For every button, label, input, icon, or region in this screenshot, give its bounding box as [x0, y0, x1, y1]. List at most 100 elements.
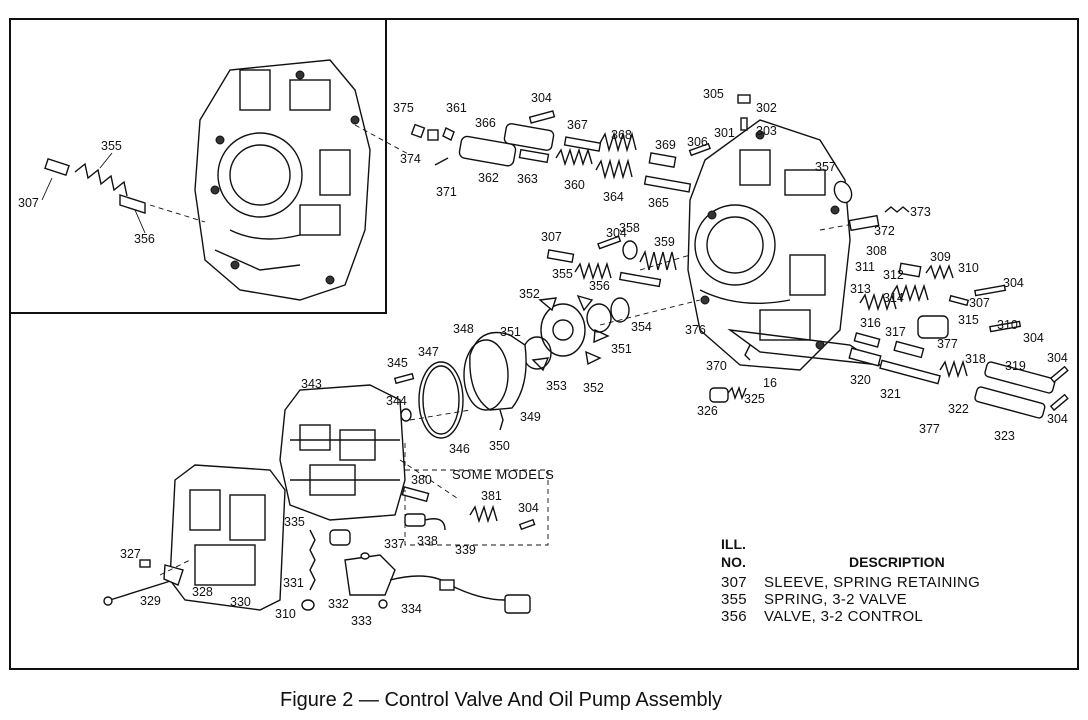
- middle-valve-train: [393, 235, 677, 439]
- part-label-302: 302: [756, 101, 777, 115]
- part-label-331: 331: [283, 576, 304, 590]
- part-label-313: 313: [850, 282, 871, 296]
- part-label-345: 345: [387, 356, 408, 370]
- part-labels: 375 361 374 371 304 366 362 363 367 360 368 364 369 3…: [120, 87, 1068, 628]
- some-models-label: SOME MODELS: [452, 467, 554, 482]
- outer-frame: [9, 18, 1079, 670]
- part-label-371: 371: [436, 185, 457, 199]
- part-label-377: 377: [937, 337, 958, 351]
- part-label-309: 309: [930, 250, 951, 264]
- part-label-304: 304: [531, 91, 552, 105]
- part-label-351: 351: [500, 325, 521, 339]
- part-label-374: 374: [400, 152, 421, 166]
- legend-row-no: 355: [721, 591, 747, 608]
- part-label-328: 328: [192, 585, 213, 599]
- part-label-316: 316: [860, 316, 881, 330]
- part-label-364: 364: [603, 190, 624, 204]
- part-label-317: 317: [885, 325, 906, 339]
- part-label-333: 333: [351, 614, 372, 628]
- part-label-365: 365: [648, 196, 669, 210]
- part-label-348: 348: [453, 322, 474, 336]
- part-label-343: 343: [301, 377, 322, 391]
- part-label-320: 320: [850, 373, 871, 387]
- figure-caption: Figure 2 — Control Valve And Oil Pump As…: [280, 689, 722, 711]
- part-label-338: 338: [417, 534, 438, 548]
- part-label-312: 312: [883, 268, 904, 282]
- part-label-358: 358: [619, 221, 640, 235]
- part-label-303: 303: [756, 124, 777, 138]
- inset-frame: [10, 19, 387, 314]
- part-label-315: 315: [958, 313, 979, 327]
- legend-head-ill: ILL.: [721, 536, 746, 552]
- part-label-344: 344: [386, 394, 407, 408]
- part-label-357: 357: [815, 160, 836, 174]
- part-label-307: 307: [541, 230, 562, 244]
- part-label-363: 363: [517, 172, 538, 186]
- part-label-346: 346: [449, 442, 470, 456]
- legend-row-no: 307: [721, 574, 747, 591]
- part-label-375: 375: [393, 101, 414, 115]
- legend: ILL. NO. DESCRIPTION 307 SLEEVE, SPRING …: [721, 536, 980, 625]
- part-label-306: 306: [687, 135, 708, 149]
- part-label-354: 354: [631, 320, 652, 334]
- legend-row-no: 356: [721, 608, 747, 625]
- part-label-362: 362: [478, 171, 499, 185]
- part-label-325: 325: [744, 392, 765, 406]
- inset-label-355: 355: [101, 139, 122, 153]
- part-label-329: 329: [140, 594, 161, 608]
- part-label-308: 308: [866, 244, 887, 258]
- part-label-310: 310: [958, 261, 979, 275]
- part-label-304: 304: [1023, 331, 1044, 345]
- part-label-304: 304: [1003, 276, 1024, 290]
- upper-valve-train: [410, 94, 910, 232]
- part-label-304: 304: [1047, 351, 1068, 365]
- part-label-305: 305: [703, 87, 724, 101]
- part-label-16: 16: [763, 376, 777, 390]
- part-label-301: 301: [714, 126, 735, 140]
- part-label-368: 368: [611, 128, 632, 142]
- part-label-322: 322: [948, 402, 969, 416]
- part-label-304: 304: [518, 501, 539, 515]
- part-label-370: 370: [706, 359, 727, 373]
- part-label-335: 335: [284, 515, 305, 529]
- part-label-352: 352: [583, 381, 604, 395]
- part-label-349: 349: [520, 410, 541, 424]
- legend-head-description: DESCRIPTION: [849, 554, 945, 570]
- part-label-369: 369: [655, 138, 676, 152]
- part-label-321: 321: [880, 387, 901, 401]
- part-label-353: 353: [546, 379, 567, 393]
- part-label-326: 326: [697, 404, 718, 418]
- part-label-366: 366: [475, 116, 496, 130]
- part-label-367: 367: [567, 118, 588, 132]
- part-label-318: 318: [965, 352, 986, 366]
- part-label-351: 351: [611, 342, 632, 356]
- part-label-377: 377: [919, 422, 940, 436]
- part-label-327: 327: [120, 547, 141, 561]
- part-label-350: 350: [489, 439, 510, 453]
- part-label-314: 314: [883, 291, 904, 305]
- part-label-304: 304: [1047, 412, 1068, 426]
- part-label-359: 359: [654, 235, 675, 249]
- part-label-373: 373: [910, 205, 931, 219]
- part-label-352: 352: [519, 287, 540, 301]
- part-label-319: 319: [1005, 359, 1026, 373]
- some-models-box: [404, 443, 549, 546]
- part-label-361: 361: [446, 101, 467, 115]
- part-label-381: 381: [481, 489, 502, 503]
- part-label-372: 372: [874, 224, 895, 238]
- part-label-355: 355: [552, 267, 573, 281]
- inset-label-356: 356: [134, 232, 155, 246]
- valve-body-main: [687, 119, 881, 371]
- inset-label-307: 307: [18, 196, 39, 210]
- inset-assembly: [44, 59, 371, 301]
- lower-assembly: [103, 384, 536, 614]
- legend-row-desc: VALVE, 3-2 CONTROL: [764, 608, 923, 625]
- legend-head-no: NO.: [721, 554, 746, 570]
- part-label-360: 360: [564, 178, 585, 192]
- part-label-310: 310: [997, 318, 1018, 332]
- part-label-337: 337: [384, 537, 405, 551]
- part-label-310: 310: [275, 607, 296, 621]
- part-label-334: 334: [401, 602, 422, 616]
- part-label-332: 332: [328, 597, 349, 611]
